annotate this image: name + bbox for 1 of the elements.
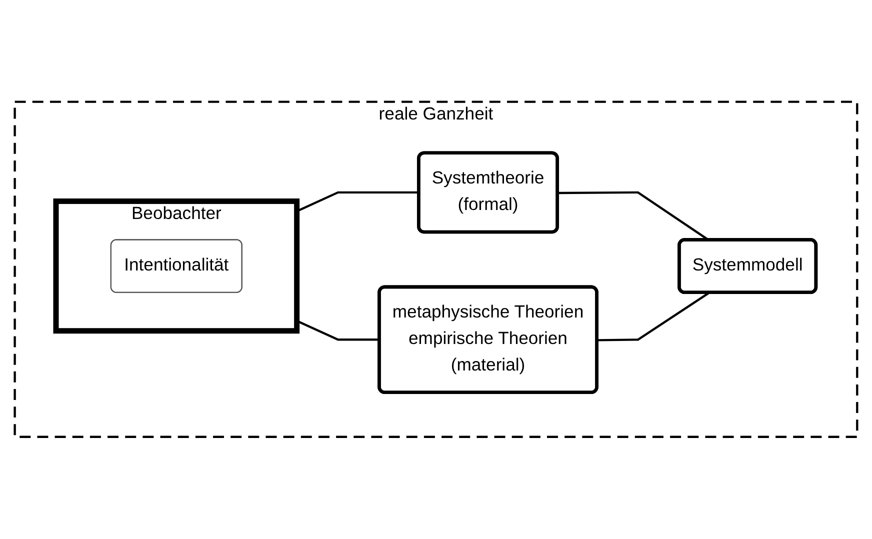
connector bbox=[597, 292, 710, 342]
